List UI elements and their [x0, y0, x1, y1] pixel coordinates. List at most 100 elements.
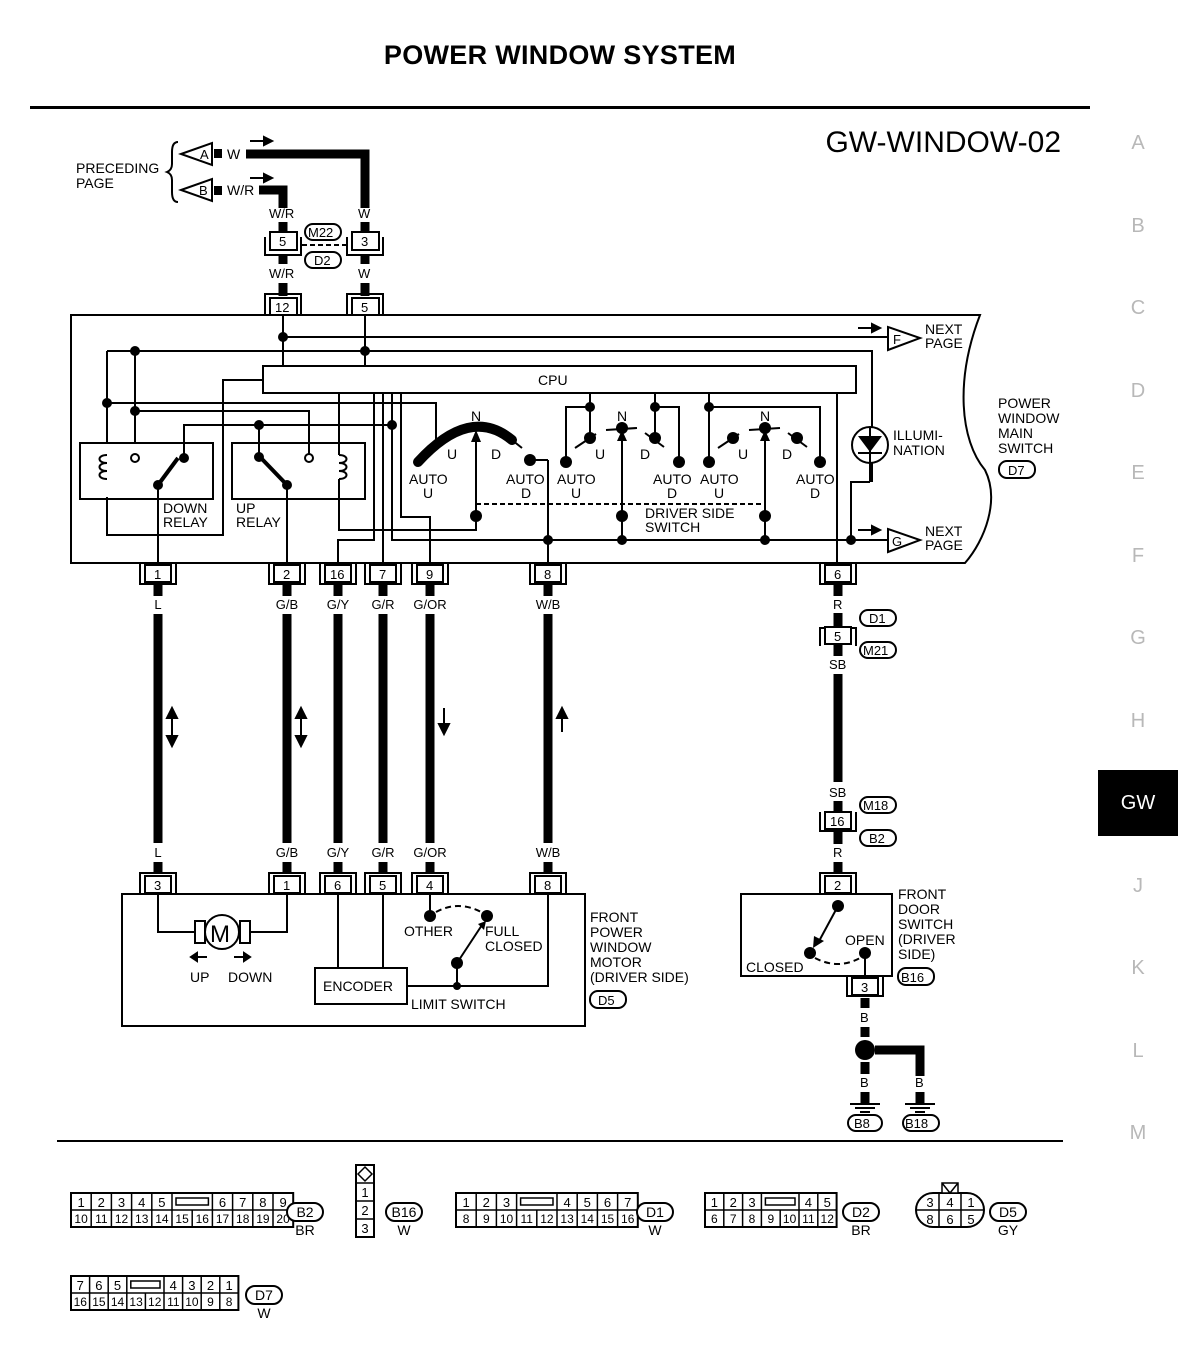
wire-line: [183, 424, 392, 458]
nav-section-l[interactable]: L: [1132, 1039, 1144, 1062]
wire-line: [617, 430, 627, 441]
pin-number: 6: [946, 1212, 953, 1227]
harness-wire: 9G/ORG/OR4: [411, 563, 451, 894]
wire-color: G/B: [276, 845, 298, 860]
wire-line: [740, 893, 893, 977]
nav-section-e[interactable]: E: [1131, 462, 1145, 484]
pin-number: 16: [330, 567, 344, 582]
pin-number: 5: [584, 1195, 591, 1210]
connector-id: B16: [392, 1204, 417, 1220]
wire-line: [411, 872, 449, 894]
wire-line: [529, 872, 567, 894]
diagram-label: NEXT: [925, 321, 963, 337]
wire-color: G/Y: [327, 845, 350, 860]
preceding-label-2: PAGE: [76, 175, 114, 191]
wire-line: [897, 967, 935, 986]
wire-line: [319, 872, 357, 894]
connector-b-link[interactable]: B W/R: [178, 177, 254, 203]
diagram-label: D1: [869, 611, 886, 626]
pin-number: 11: [520, 1212, 533, 1226]
diagram-label: CLOSED: [485, 938, 543, 954]
driver-side-switch-label: DRIVER SIDE: [645, 505, 734, 521]
wire-line: [121, 893, 586, 1027]
wire-color: L: [154, 597, 161, 612]
diagram-label: UP: [190, 969, 209, 985]
bidirectional-arrow-icon: [165, 705, 179, 749]
diagram-label: RELAY: [236, 514, 282, 530]
diagram-label: WINDOW: [590, 939, 652, 955]
pin-number: 16: [621, 1212, 635, 1226]
arrow-right-icon: [858, 524, 883, 536]
wire-label: W/R: [269, 206, 294, 221]
nav-section-k[interactable]: K: [1131, 957, 1145, 979]
wire-line: [902, 1114, 940, 1132]
pin-number: 5: [824, 1195, 831, 1210]
wire-line: [259, 456, 289, 487]
pin-number: 5: [158, 1195, 165, 1210]
diagram-label: B8: [854, 1116, 870, 1131]
diagram-label: DOWN: [228, 969, 272, 985]
diagram-label: N: [471, 408, 481, 424]
wire-a-color: W: [227, 146, 241, 162]
junction-dot: [130, 453, 140, 463]
diagram-label: SWITCH: [898, 916, 953, 932]
diagram-label: D: [521, 485, 531, 501]
connector-id: D2: [314, 253, 331, 268]
diagram-label: 3: [861, 980, 868, 995]
next-page-f-link[interactable]: F: [887, 325, 923, 352]
wire-line: [565, 393, 680, 462]
pin-number: 4: [805, 1195, 812, 1210]
diagram-label: AUTO: [700, 471, 739, 487]
ground-icon: [905, 1103, 935, 1113]
wire-line: [282, 315, 366, 365]
triangle-a-icon: [178, 141, 213, 167]
pin-number: 4: [563, 1195, 570, 1210]
junction-dot: [673, 456, 685, 468]
pin-number: 2: [98, 1195, 105, 1210]
nav-section-j[interactable]: J: [1133, 874, 1143, 897]
nav-section-g[interactable]: G: [1130, 627, 1146, 649]
connector-a-link[interactable]: A W: [178, 141, 241, 167]
pin-number: 6: [604, 1195, 611, 1210]
wire-line: [286, 1202, 324, 1222]
wire-line: [278, 222, 370, 232]
pin-number: 12: [540, 1212, 554, 1226]
wire-line: [231, 442, 366, 500]
pin-number: 5: [114, 1278, 121, 1293]
pin-number: 6: [95, 1278, 102, 1293]
nav-section-c[interactable]: C: [1130, 297, 1146, 319]
wire-line: [534, 564, 562, 583]
pin-number: 2: [361, 1203, 368, 1218]
nav-section-m[interactable]: M: [1129, 1122, 1147, 1144]
nav-section-a[interactable]: A: [1131, 132, 1145, 154]
arrow-right-icon: [858, 322, 883, 334]
nav-section-f[interactable]: F: [1131, 544, 1145, 567]
wire-line: [324, 564, 352, 583]
wire-line: [471, 430, 481, 442]
pin-number: 10: [783, 1212, 797, 1226]
pin-number: 1: [283, 878, 290, 893]
diagram-label: 6: [834, 567, 841, 582]
diagram-label: 5: [834, 629, 841, 644]
diagram-label: OTHER: [404, 923, 453, 939]
pin-number: 9: [483, 1212, 490, 1226]
wire-line: [824, 811, 852, 830]
nav-section-b[interactable]: B: [1131, 214, 1145, 237]
nav-section-d[interactable]: D: [1130, 379, 1146, 402]
connector-color: W: [397, 1222, 411, 1238]
diagram-label: AUTO: [653, 471, 692, 487]
pin-number: 14: [581, 1212, 595, 1226]
pin-number: 8: [749, 1212, 756, 1226]
next-page-g-link[interactable]: G: [887, 527, 923, 554]
nav-section-gw[interactable]: GW: [1098, 770, 1178, 836]
wire-line: [304, 223, 342, 241]
diagram-label: U: [738, 446, 748, 462]
nav-section-h[interactable]: H: [1130, 709, 1146, 732]
diagram-label: SWITCH: [645, 519, 700, 535]
main-switch-outline: [70, 314, 993, 564]
harness-wire: 2G/BG/B1: [268, 563, 308, 894]
wire-line: [268, 872, 306, 894]
wire-line: [194, 920, 206, 944]
wire-line: [413, 421, 517, 467]
